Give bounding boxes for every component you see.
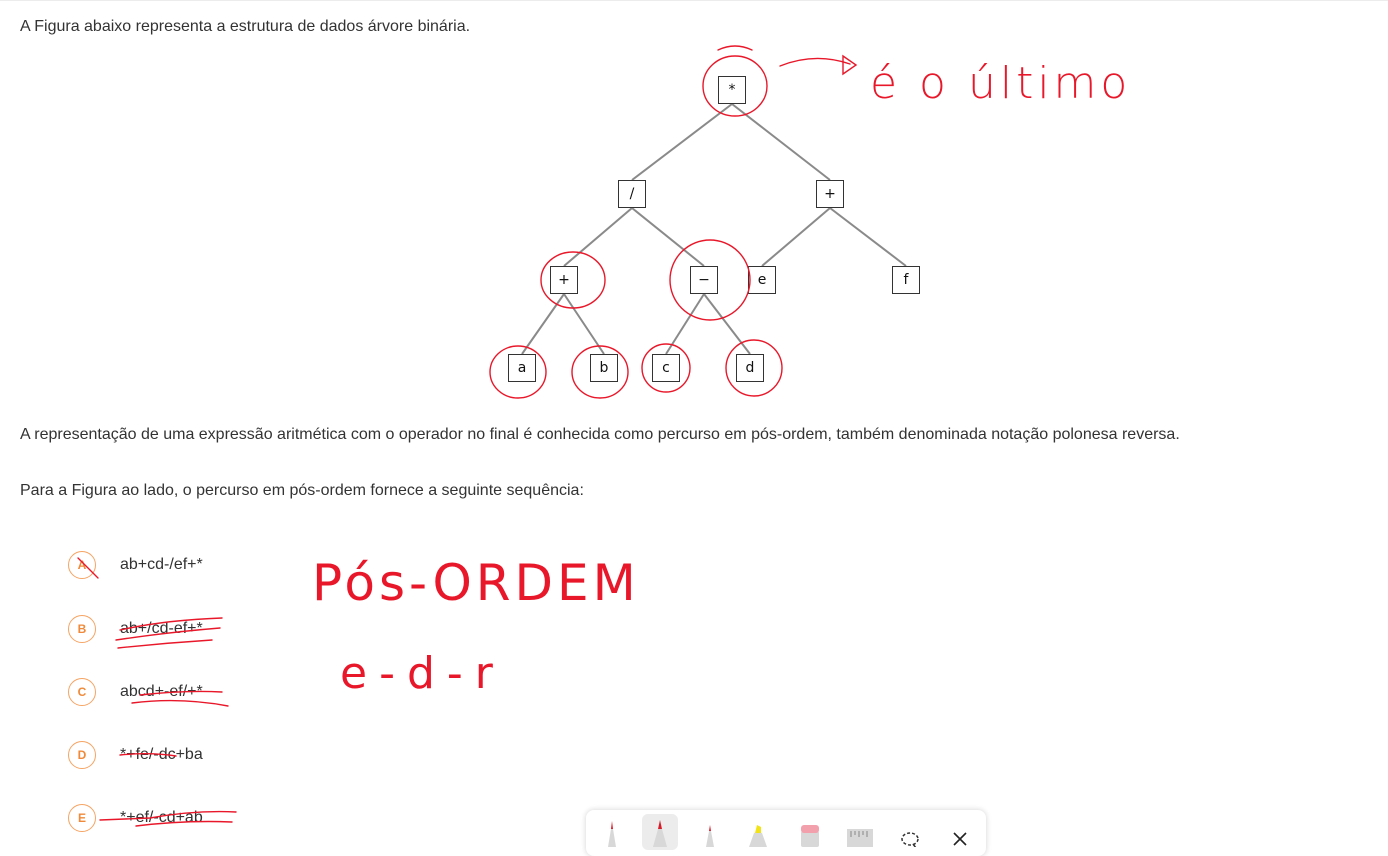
ink-note-title: Pós-ORDEM [312, 554, 640, 612]
tree-node-plus-left: + [550, 266, 578, 294]
tree-node-d: d [736, 354, 764, 382]
option-text: ab+cd-/ef+* [120, 556, 203, 573]
rpn-explanation: A representação de uma expressão aritmét… [20, 426, 1180, 443]
option-text: *+ef/-cd+ab [120, 809, 203, 826]
option-b[interactable]: B ab+/cd-ef+* [68, 613, 203, 645]
tree-node-plus-right: + [816, 180, 844, 208]
ink-note-order: e-d-r [340, 648, 505, 699]
option-e[interactable]: E *+ef/-cd+ab [68, 802, 203, 834]
ruler-icon[interactable] [842, 814, 878, 850]
option-text: ab+/cd-ef+* [120, 620, 203, 637]
lasso-icon[interactable] [892, 814, 928, 850]
option-text: *+fe/-dc+ba [120, 746, 203, 763]
pen-red-thin-icon[interactable] [692, 814, 728, 850]
tree-node-f: f [892, 266, 920, 294]
option-badge: A [68, 551, 96, 579]
drawing-toolbar [586, 810, 986, 856]
tree-node-b: b [590, 354, 618, 382]
tree-node-minus: − [690, 266, 718, 294]
close-icon[interactable] [942, 814, 978, 850]
top-divider [0, 0, 1388, 1]
tree-node-divide: / [618, 180, 646, 208]
option-badge: E [68, 804, 96, 832]
highlighter-yellow-icon[interactable] [740, 814, 776, 850]
option-badge: B [68, 615, 96, 643]
option-c[interactable]: C abcd+-ef/+* [68, 676, 203, 708]
tree-edges [521, 103, 907, 355]
tree-node-c: c [652, 354, 680, 382]
eraser-icon[interactable] [792, 814, 828, 850]
tree-node-e: e [748, 266, 776, 294]
option-badge: C [68, 678, 96, 706]
sequence-prompt: Para a Figura ao lado, o percurso em pós… [20, 482, 584, 499]
option-badge: D [68, 741, 96, 769]
tree-node-root: * [718, 76, 746, 104]
pen-red-bold-icon[interactable] [642, 814, 678, 850]
pen-red-icon[interactable] [594, 814, 630, 850]
option-a[interactable]: A ab+cd-/ef+* [68, 549, 203, 581]
option-text: abcd+-ef/+* [120, 683, 203, 700]
option-d[interactable]: D *+fe/-dc+ba [68, 739, 203, 771]
binary-tree-figure: * / + + − e f a b c d [480, 40, 940, 410]
question-intro: A Figura abaixo representa a estrutura d… [20, 18, 471, 35]
tree-node-a: a [508, 354, 536, 382]
